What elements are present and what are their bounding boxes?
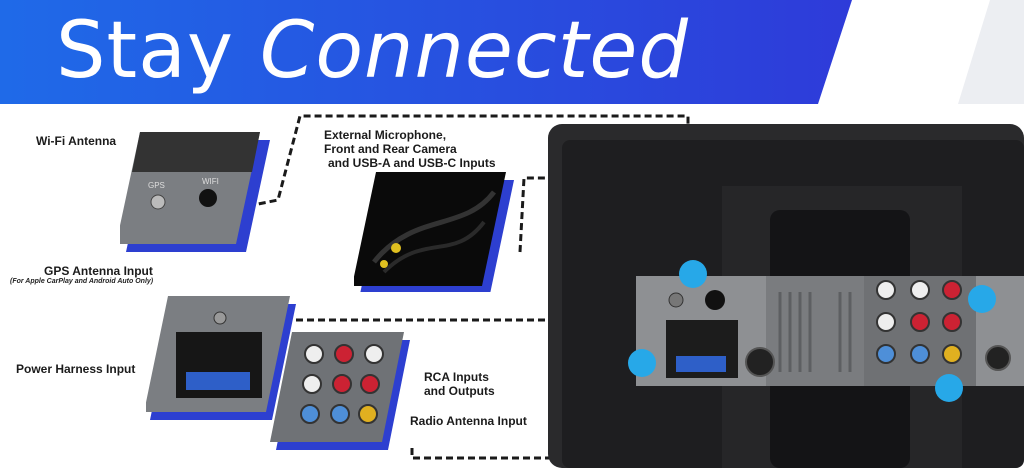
page-title: Stay Connected	[56, 6, 689, 96]
callout-dot-power	[628, 349, 656, 377]
cables-panel	[354, 172, 514, 292]
wifi-gps-panel: GPS WIFI	[120, 132, 270, 252]
callout-dot-radio	[935, 374, 963, 402]
radio-antenna-label: Radio Antenna Input	[410, 414, 527, 428]
power-harness-panel	[146, 296, 296, 420]
external-mic-label: External Microphone, Front and Rear Came…	[324, 128, 496, 170]
title-regular: Stay	[56, 6, 235, 96]
wifi-port-label: WIFI	[202, 177, 219, 186]
callout-dot-usb	[968, 285, 996, 313]
header-banner: Stay Connected	[0, 0, 1024, 104]
title-italic: Connected	[259, 6, 689, 96]
callout-dot-wifi	[679, 260, 707, 288]
external-mic-line-1: External Microphone,	[324, 128, 447, 142]
rca-panel	[270, 332, 410, 450]
external-mic-line-3: and USB-A and USB-C Inputs	[328, 156, 496, 170]
gps-antenna-note: (For Apple CarPlay and Android Auto Only…	[10, 278, 154, 285]
external-mic-line-2: Front and Rear Camera	[324, 142, 457, 156]
rca-label: RCA Inputs and Outputs	[424, 370, 495, 398]
gps-antenna-label: GPS Antenna Input	[44, 264, 153, 278]
rca-line-2: and Outputs	[424, 384, 495, 398]
wifi-antenna-label: Wi-Fi Antenna	[36, 134, 117, 148]
gps-port-label: GPS	[148, 181, 165, 190]
power-harness-label: Power Harness Input	[16, 362, 136, 376]
rca-line-1: RCA Inputs	[424, 370, 489, 384]
banner-background	[0, 0, 1024, 104]
